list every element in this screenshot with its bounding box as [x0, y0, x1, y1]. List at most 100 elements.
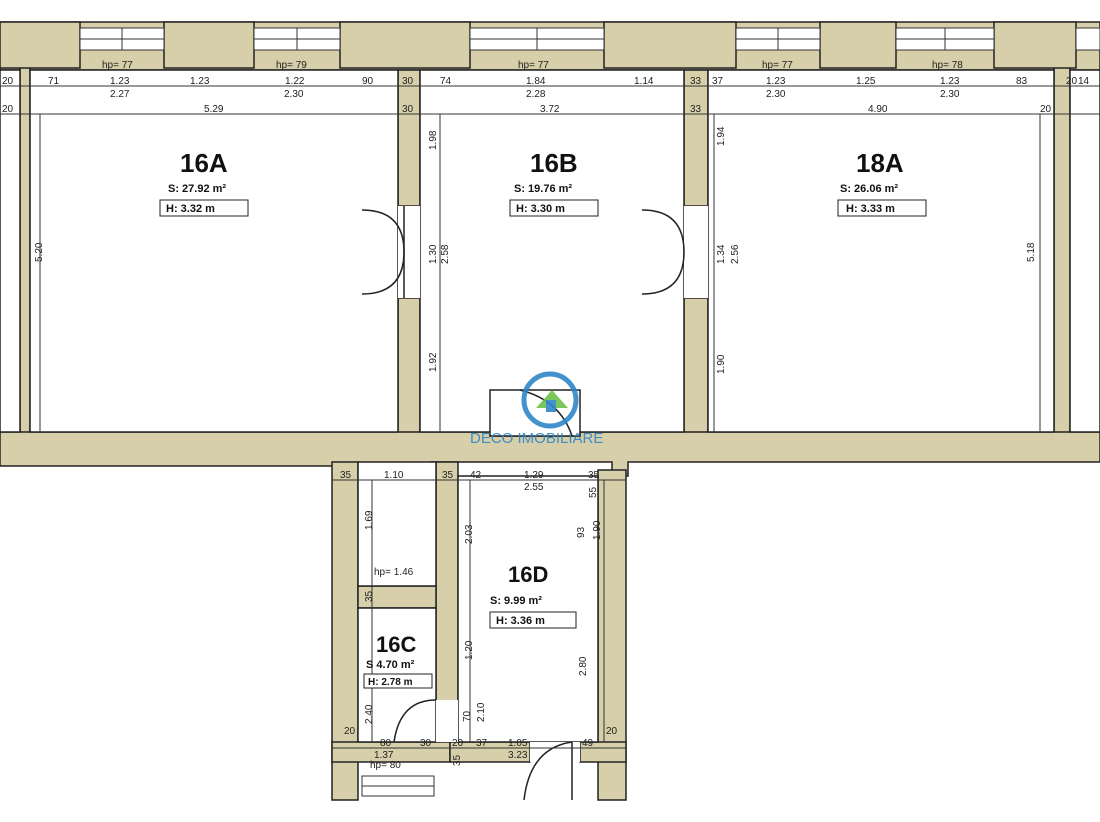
dimension-label: 1.23	[766, 76, 786, 87]
dimension-label: 1.94	[716, 126, 727, 146]
room-area: S 4.70 m²	[366, 659, 415, 671]
window-height-label: hp= 77	[518, 60, 549, 71]
dimension-label: 2.28	[526, 89, 546, 100]
dimension-label: 49	[582, 738, 594, 749]
room-height: H: 3.32 m	[166, 203, 215, 215]
dimension-label: 35	[442, 470, 454, 481]
dimension-row-top-3: 20 5.29 30 3.72 33 4.90 20	[2, 104, 1052, 115]
dimension-label: 20	[452, 738, 464, 749]
dimension-label: 90	[362, 76, 374, 87]
dimension-label: 1.20	[464, 640, 475, 660]
room-16d-label: 16D S: 9.99 m² H: 3.36 m	[489, 562, 577, 629]
dimension-label: 2.58	[440, 244, 451, 264]
dimension-label: 35	[452, 754, 463, 766]
house-door-icon	[546, 400, 556, 412]
room-name: 18A	[856, 148, 904, 178]
room-18a-label: 18A S: 26.06 m² H: 3.33 m	[837, 148, 927, 217]
dimension-label: 20	[2, 76, 14, 87]
room-height: H: 2.78 m	[368, 677, 413, 688]
window-height-label: hp= 77	[102, 60, 133, 71]
dimension-label: 42	[470, 470, 482, 481]
dimension-label: 2.56	[730, 244, 741, 264]
dimension-label: 1.90	[716, 354, 727, 374]
room-name: 16A	[180, 148, 228, 178]
room-height-box	[159, 199, 249, 217]
dimension-label: 20	[2, 104, 14, 115]
dimension-label: 33	[690, 104, 702, 115]
dimension-label: 35	[588, 470, 600, 481]
dimension-label: 1.92	[428, 352, 439, 372]
dimension-label: 2.30	[940, 89, 960, 100]
dimension-label: 3.72	[540, 104, 560, 115]
dimension-label: 14	[1078, 76, 1090, 87]
room-height: H: 3.30 m	[516, 203, 565, 215]
dimension-label: 1.34	[716, 244, 727, 264]
dimension-label: 5.20	[34, 242, 45, 262]
brand-watermark: DECO IMOBILIARE	[470, 371, 603, 447]
dimension-label: 2.30	[284, 89, 304, 100]
dimension-row-bottom: 80 30 20 37 1.05 49 1.37 3.23	[374, 738, 594, 761]
room-height: H: 3.36 m	[496, 615, 545, 627]
dimension-label: 3.23	[508, 750, 528, 761]
dimension-label: 74	[440, 76, 452, 87]
dimension-label: 1.37	[374, 750, 394, 761]
dimension-lines	[0, 85, 1100, 749]
dimension-label: 1.98	[428, 130, 439, 150]
dimension-label: 55	[588, 486, 599, 498]
dimension-label: 37	[476, 738, 488, 749]
room-height-box	[509, 199, 599, 217]
dimension-label: 30	[402, 104, 414, 115]
dimension-label: 1.90	[592, 520, 603, 540]
dimension-label: 1.23	[940, 76, 960, 87]
dimension-label: 2.10	[476, 702, 487, 722]
vertical-dimension-labels: 5.20 1.98 1.30 2.58 1.92 1.94 1.34 2.56 …	[34, 126, 1037, 766]
logo-ring-icon	[521, 371, 579, 429]
room-16b-label: 16B S: 19.76 m² H: 3.30 m	[509, 148, 599, 217]
room-area: S: 19.76 m²	[514, 183, 572, 195]
dimension-label: 35	[340, 470, 352, 481]
window-height-label: hp= 1.46	[374, 567, 414, 578]
doors	[361, 206, 708, 801]
dimension-label: 1.23	[110, 76, 130, 87]
dimension-label: 1.25	[856, 76, 876, 87]
dimension-label: 20	[606, 726, 618, 737]
window-height-label: hp= 77	[762, 60, 793, 71]
room-height: H: 3.33 m	[846, 203, 895, 215]
window-height-label: hp= 80	[370, 760, 401, 771]
dimension-label: 2.40	[364, 704, 375, 724]
dimension-label: 2.03	[464, 524, 475, 544]
dimension-label: 1.84	[526, 76, 546, 87]
dimension-label: 70	[462, 710, 473, 722]
window-height-labels: hp= 77 hp= 79 hp= 77 hp= 77 hp= 78 hp= 1…	[102, 60, 963, 771]
room-area: S: 9.99 m²	[490, 595, 542, 607]
room-name: 16D	[508, 562, 548, 587]
room-area: S: 27.92 m²	[168, 183, 226, 195]
dimension-label: 71	[48, 76, 60, 87]
room-height-box	[837, 199, 927, 217]
room-height-box	[489, 611, 577, 629]
dimension-label: 1.30	[428, 244, 439, 264]
dimension-label: 93	[576, 526, 587, 538]
dimension-label: 83	[1016, 76, 1028, 87]
dimension-label: 80	[380, 738, 392, 749]
dimension-label: 2.27	[110, 89, 130, 100]
dimension-label: 1.10	[384, 470, 404, 481]
room-16c-label: 16C S 4.70 m² H: 2.78 m	[363, 632, 433, 689]
dimension-label: 30	[420, 738, 432, 749]
brand-name: DECO IMOBILIARE	[470, 430, 603, 447]
room-16a-label: 16A S: 27.92 m² H: 3.32 m	[159, 148, 249, 217]
dimension-label: 1.29	[524, 470, 544, 481]
dimension-label: 1.69	[364, 510, 375, 530]
dimension-label: 1.22	[285, 76, 305, 87]
walls	[0, 21, 1100, 801]
dimension-row-top-2: 2.27 2.30 2.28 2.30 2.30	[110, 89, 960, 100]
dimension-label: 37	[712, 76, 724, 87]
pilasters	[0, 21, 1077, 69]
house-icon	[536, 390, 568, 408]
dimension-label: 5.29	[204, 104, 224, 115]
dimension-label: 33	[690, 76, 702, 87]
dimension-row-lower: 35 1.10 35 42 1.29 35 2.55 20 20	[340, 470, 618, 737]
window-height-label: hp= 78	[932, 60, 963, 71]
room-height-box	[363, 673, 433, 689]
